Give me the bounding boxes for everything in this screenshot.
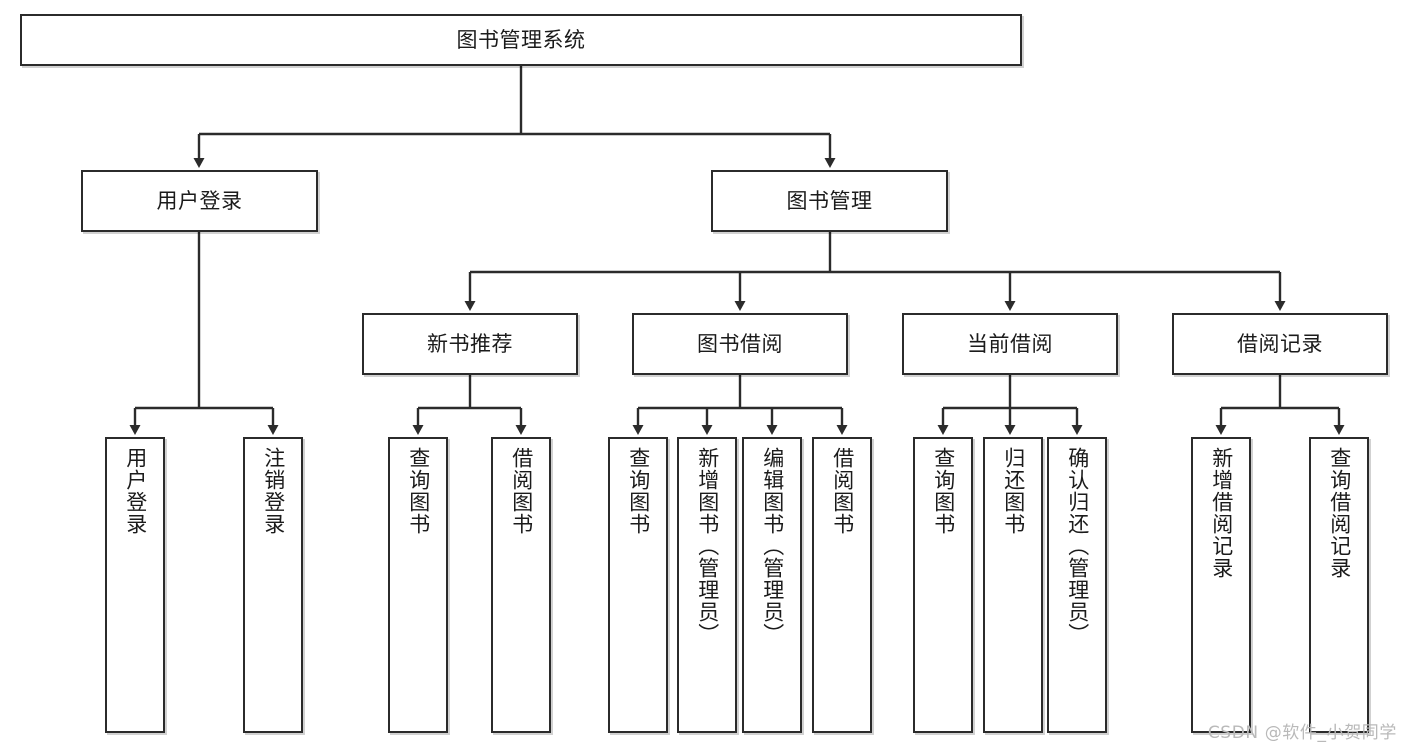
node-label: 新增图书（管理员） — [695, 447, 720, 645]
leaf-book-borrow-edit-book-admin[interactable]: 编辑图书（管理员） — [742, 437, 802, 733]
node-book-borrowing[interactable]: 图书借阅 — [632, 313, 848, 375]
node-label: 图书管理 — [786, 188, 873, 213]
node-book-management[interactable]: 图书管理 — [711, 170, 948, 232]
node-label: 注销登录 — [261, 447, 286, 535]
node-label: 查询图书 — [406, 447, 431, 535]
node-new-book-recommendation[interactable]: 新书推荐 — [362, 313, 578, 375]
node-label: 查询图书 — [626, 447, 651, 535]
leaf-user-login-login[interactable]: 用户登录 — [105, 437, 165, 733]
node-label: 查询借阅记录 — [1327, 447, 1352, 579]
leaf-current-borrow-confirm-return-admin[interactable]: 确认归还（管理员） — [1047, 437, 1107, 733]
node-label: 确认归还（管理员） — [1065, 447, 1090, 645]
node-user-login[interactable]: 用户登录 — [81, 170, 318, 232]
node-label: 编辑图书（管理员） — [760, 447, 785, 645]
node-label: 归还图书 — [1001, 447, 1026, 535]
node-label: 借阅记录 — [1237, 331, 1323, 356]
node-label: 新书推荐 — [427, 331, 513, 356]
node-label: 图书管理系统 — [456, 27, 586, 52]
leaf-new-book-borrow-book[interactable]: 借阅图书 — [491, 437, 551, 733]
leaf-book-borrow-query-book[interactable]: 查询图书 — [608, 437, 668, 733]
node-root-book-management-system[interactable]: 图书管理系统 — [20, 14, 1022, 66]
node-label: 借阅图书 — [509, 447, 534, 535]
leaf-borrow-record-query-record[interactable]: 查询借阅记录 — [1309, 437, 1369, 733]
leaf-new-book-query-book[interactable]: 查询图书 — [388, 437, 448, 733]
leaf-current-borrow-return-book[interactable]: 归还图书 — [983, 437, 1043, 733]
node-borrowing-record[interactable]: 借阅记录 — [1172, 313, 1388, 375]
node-label: 用户登录 — [156, 188, 243, 213]
leaf-book-borrow-borrow-book[interactable]: 借阅图书 — [812, 437, 872, 733]
node-label: 用户登录 — [123, 447, 148, 535]
leaf-borrow-record-add-record[interactable]: 新增借阅记录 — [1191, 437, 1251, 733]
leaf-user-login-logout[interactable]: 注销登录 — [243, 437, 303, 733]
leaf-current-borrow-query-book[interactable]: 查询图书 — [913, 437, 973, 733]
node-label: 图书借阅 — [697, 331, 783, 356]
node-label: 查询图书 — [931, 447, 956, 535]
leaf-book-borrow-add-book-admin[interactable]: 新增图书（管理员） — [677, 437, 737, 733]
csdn-watermark: CSDN @软件_小贺同学 — [1207, 723, 1397, 743]
node-label: 借阅图书 — [830, 447, 855, 535]
node-current-borrowing[interactable]: 当前借阅 — [902, 313, 1118, 375]
node-label: 当前借阅 — [967, 331, 1053, 356]
node-label: 新增借阅记录 — [1209, 447, 1234, 579]
